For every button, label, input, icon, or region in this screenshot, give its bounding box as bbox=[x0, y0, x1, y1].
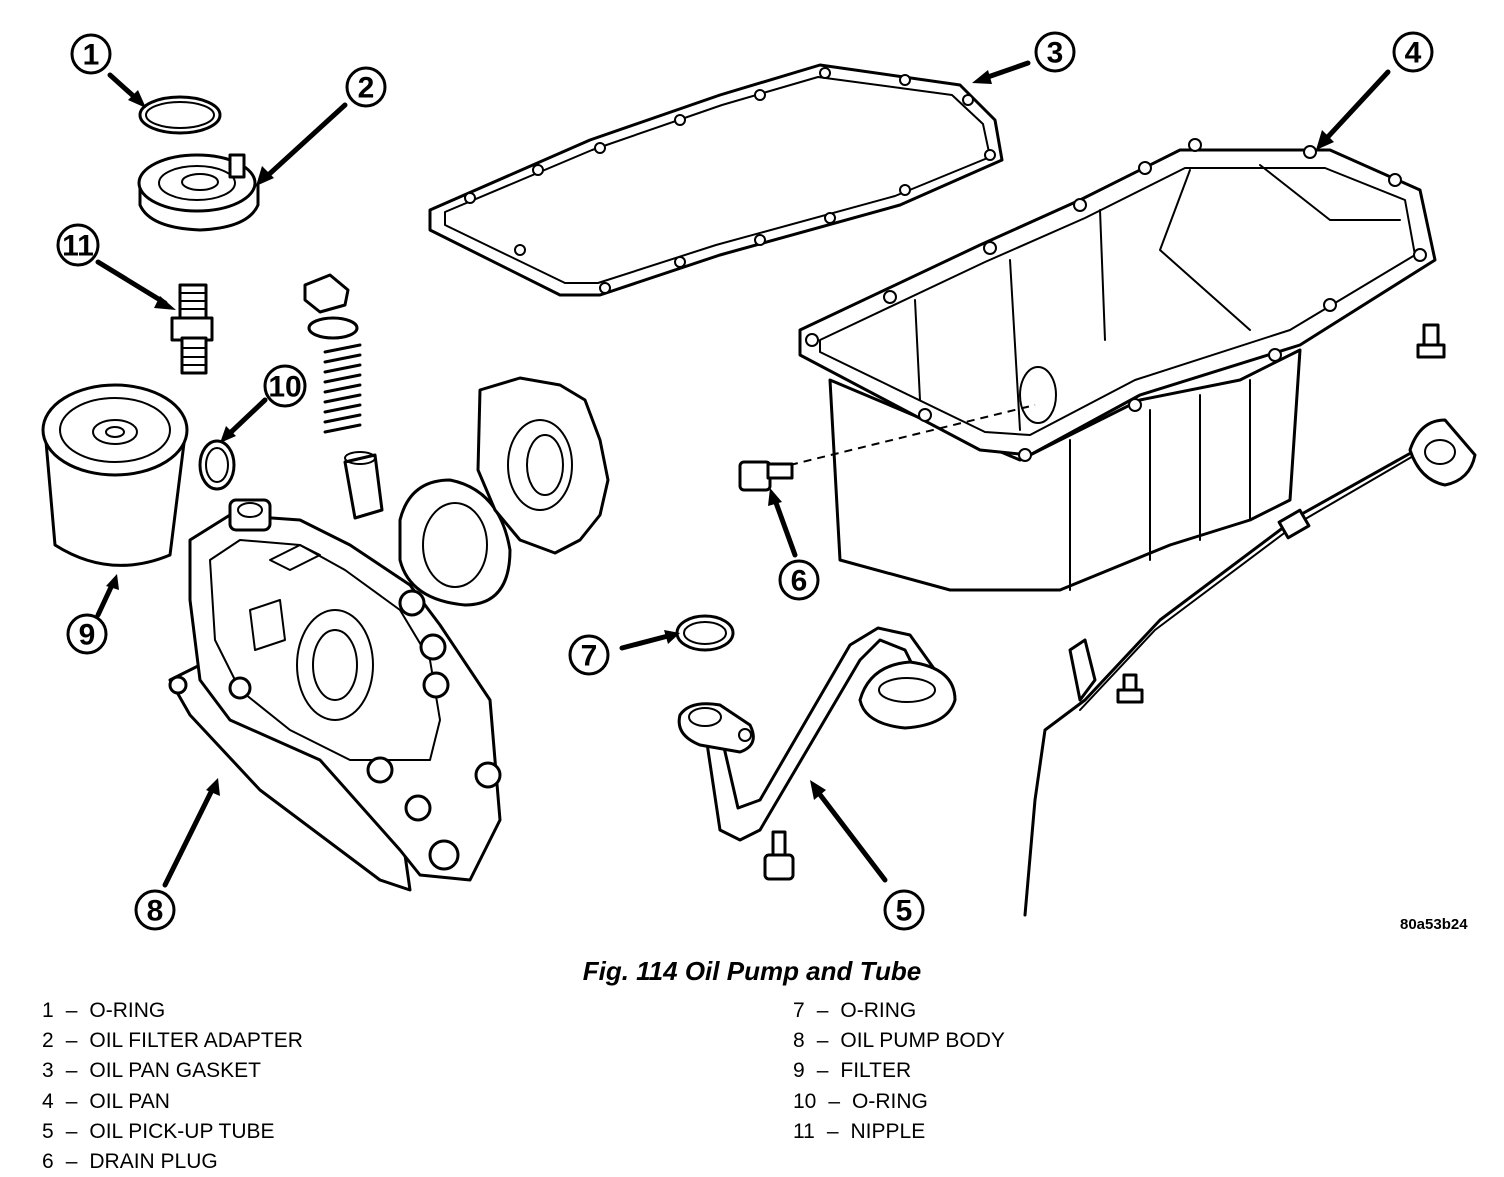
legend-number: 8 bbox=[793, 1029, 805, 1053]
legend-item: 9 – FILTER bbox=[793, 1056, 1005, 1086]
callout-10-number: 10 bbox=[268, 371, 301, 404]
legend-item: 5 – OIL PICK-UP TUBE bbox=[42, 1117, 303, 1147]
legend-label: OIL FILTER ADAPTER bbox=[89, 1029, 303, 1053]
legend-number: 3 bbox=[42, 1059, 54, 1083]
legend-left-column: 1 – O-RING 2 – OIL FILTER ADAPTER 3 – OI… bbox=[42, 996, 303, 1177]
callout-1: 1 bbox=[70, 33, 112, 75]
legend-number: 11 bbox=[793, 1119, 815, 1143]
legend-separator: – bbox=[826, 1119, 839, 1143]
o-ring-part-10 bbox=[198, 439, 236, 491]
callout-1-number: 1 bbox=[83, 39, 100, 72]
callout-4-number: 4 bbox=[1405, 37, 1422, 70]
pan-bolt bbox=[1416, 323, 1446, 359]
figure-caption: Fig. 114 Oil Pump and Tube bbox=[582, 956, 922, 986]
legend-separator: – bbox=[65, 1089, 78, 1113]
oil-pump-body-part bbox=[168, 498, 502, 892]
callout-3: 3 bbox=[1034, 31, 1076, 73]
callout-6: 6 bbox=[778, 559, 820, 601]
legend-separator: – bbox=[65, 1119, 78, 1143]
legend-separator: – bbox=[816, 1029, 829, 1053]
callout-8: 8 bbox=[134, 889, 176, 931]
dipstick-part bbox=[1023, 418, 1477, 917]
legend-label: O-RING bbox=[89, 999, 166, 1022]
callout-11-number: 11 bbox=[62, 230, 94, 263]
oil-pan-part bbox=[798, 138, 1437, 592]
legend-label: FILTER bbox=[840, 1059, 912, 1083]
callouts: 1 2 3 4 5 6 7 8 bbox=[56, 31, 1434, 931]
callout-9-number: 9 bbox=[79, 619, 96, 652]
legend-label: O-RING bbox=[840, 999, 917, 1022]
callout-7-number: 7 bbox=[581, 640, 598, 673]
legend-label: DRAIN PLUG bbox=[89, 1150, 218, 1174]
legend-separator: – bbox=[828, 1089, 841, 1113]
legend-number: 9 bbox=[793, 1059, 805, 1083]
callout-3-number: 3 bbox=[1047, 37, 1064, 70]
legend-number: 5 bbox=[42, 1119, 54, 1143]
callout-5-number: 5 bbox=[896, 895, 913, 928]
legend-item: 2 – OIL FILTER ADAPTER bbox=[42, 1026, 303, 1056]
legend-separator: – bbox=[65, 1059, 78, 1083]
legend-separator: – bbox=[816, 999, 829, 1022]
legend-number: 1 bbox=[42, 999, 54, 1022]
legend-number: 6 bbox=[42, 1150, 54, 1174]
legend-separator: – bbox=[65, 1029, 78, 1053]
callout-7: 7 bbox=[568, 634, 610, 676]
legend-item: 8 – OIL PUMP BODY bbox=[793, 1026, 1005, 1056]
callout-11: 11 bbox=[56, 223, 100, 267]
legend-number: 2 bbox=[42, 1029, 54, 1053]
callout-6-number: 6 bbox=[791, 565, 808, 598]
legend-item: 3 – OIL PAN GASKET bbox=[42, 1056, 303, 1086]
callout-8-number: 8 bbox=[147, 895, 164, 928]
legend-right-column: 7 – O-RING 8 – OIL PUMP BODY 9 – FILTER … bbox=[793, 996, 1005, 1147]
drain-plug-part bbox=[738, 404, 1036, 492]
legend-label: OIL PAN GASKET bbox=[89, 1059, 261, 1083]
legend-item: 11 – NIPPLE bbox=[793, 1117, 1005, 1147]
legend-item: 7 – O-RING bbox=[793, 996, 1005, 1026]
legend-label: O-RING bbox=[852, 1089, 928, 1113]
legend-item: 4 – OIL PAN bbox=[42, 1087, 303, 1117]
oil-pump-cover bbox=[476, 376, 610, 555]
callout-9: 9 bbox=[66, 613, 108, 655]
legend-label: OIL PAN bbox=[89, 1089, 170, 1113]
legend-number: 7 bbox=[793, 999, 805, 1022]
oil-pan-gasket-part bbox=[428, 63, 1004, 297]
callout-5: 5 bbox=[883, 889, 925, 931]
legend-label: OIL PUMP BODY bbox=[840, 1029, 1005, 1053]
oil-pick-up-tube-part bbox=[677, 626, 957, 881]
exploded-parts-diagram: 1 2 3 4 5 6 7 8 bbox=[41, 31, 1477, 931]
figure-reference-code: 80a53b24 bbox=[1400, 916, 1468, 933]
gasket-bolt-holes bbox=[464, 67, 996, 294]
callout-2-number: 2 bbox=[358, 72, 375, 105]
callout-4: 4 bbox=[1392, 31, 1434, 73]
o-ring-part-1 bbox=[138, 95, 222, 135]
callout-2: 2 bbox=[345, 66, 387, 108]
oil-pan-bolt-holes bbox=[805, 138, 1427, 462]
legend-separator: – bbox=[65, 1150, 78, 1174]
oil-pump-outer-rotor bbox=[398, 478, 512, 607]
o-ring-part-7 bbox=[675, 614, 735, 652]
legend-item: 6 – DRAIN PLUG bbox=[42, 1147, 303, 1177]
legend-label: OIL PICK-UP TUBE bbox=[89, 1119, 275, 1143]
legend-item: 10 – O-RING bbox=[793, 1087, 1005, 1117]
legend-item: 1 – O-RING bbox=[42, 996, 303, 1026]
legend-separator: – bbox=[816, 1059, 829, 1083]
legend-number: 4 bbox=[42, 1089, 54, 1113]
callout-10: 10 bbox=[263, 364, 307, 408]
legend-separator: – bbox=[65, 999, 78, 1022]
dipstick-tube-bolt bbox=[1116, 673, 1144, 704]
oil-filter-part bbox=[41, 383, 189, 567]
nipple-part bbox=[170, 283, 214, 375]
relief-valve-assembly bbox=[303, 273, 384, 520]
legend-label: NIPPLE bbox=[850, 1119, 926, 1143]
oil-filter-adapter-part bbox=[137, 153, 260, 232]
legend-number: 10 bbox=[793, 1089, 817, 1113]
